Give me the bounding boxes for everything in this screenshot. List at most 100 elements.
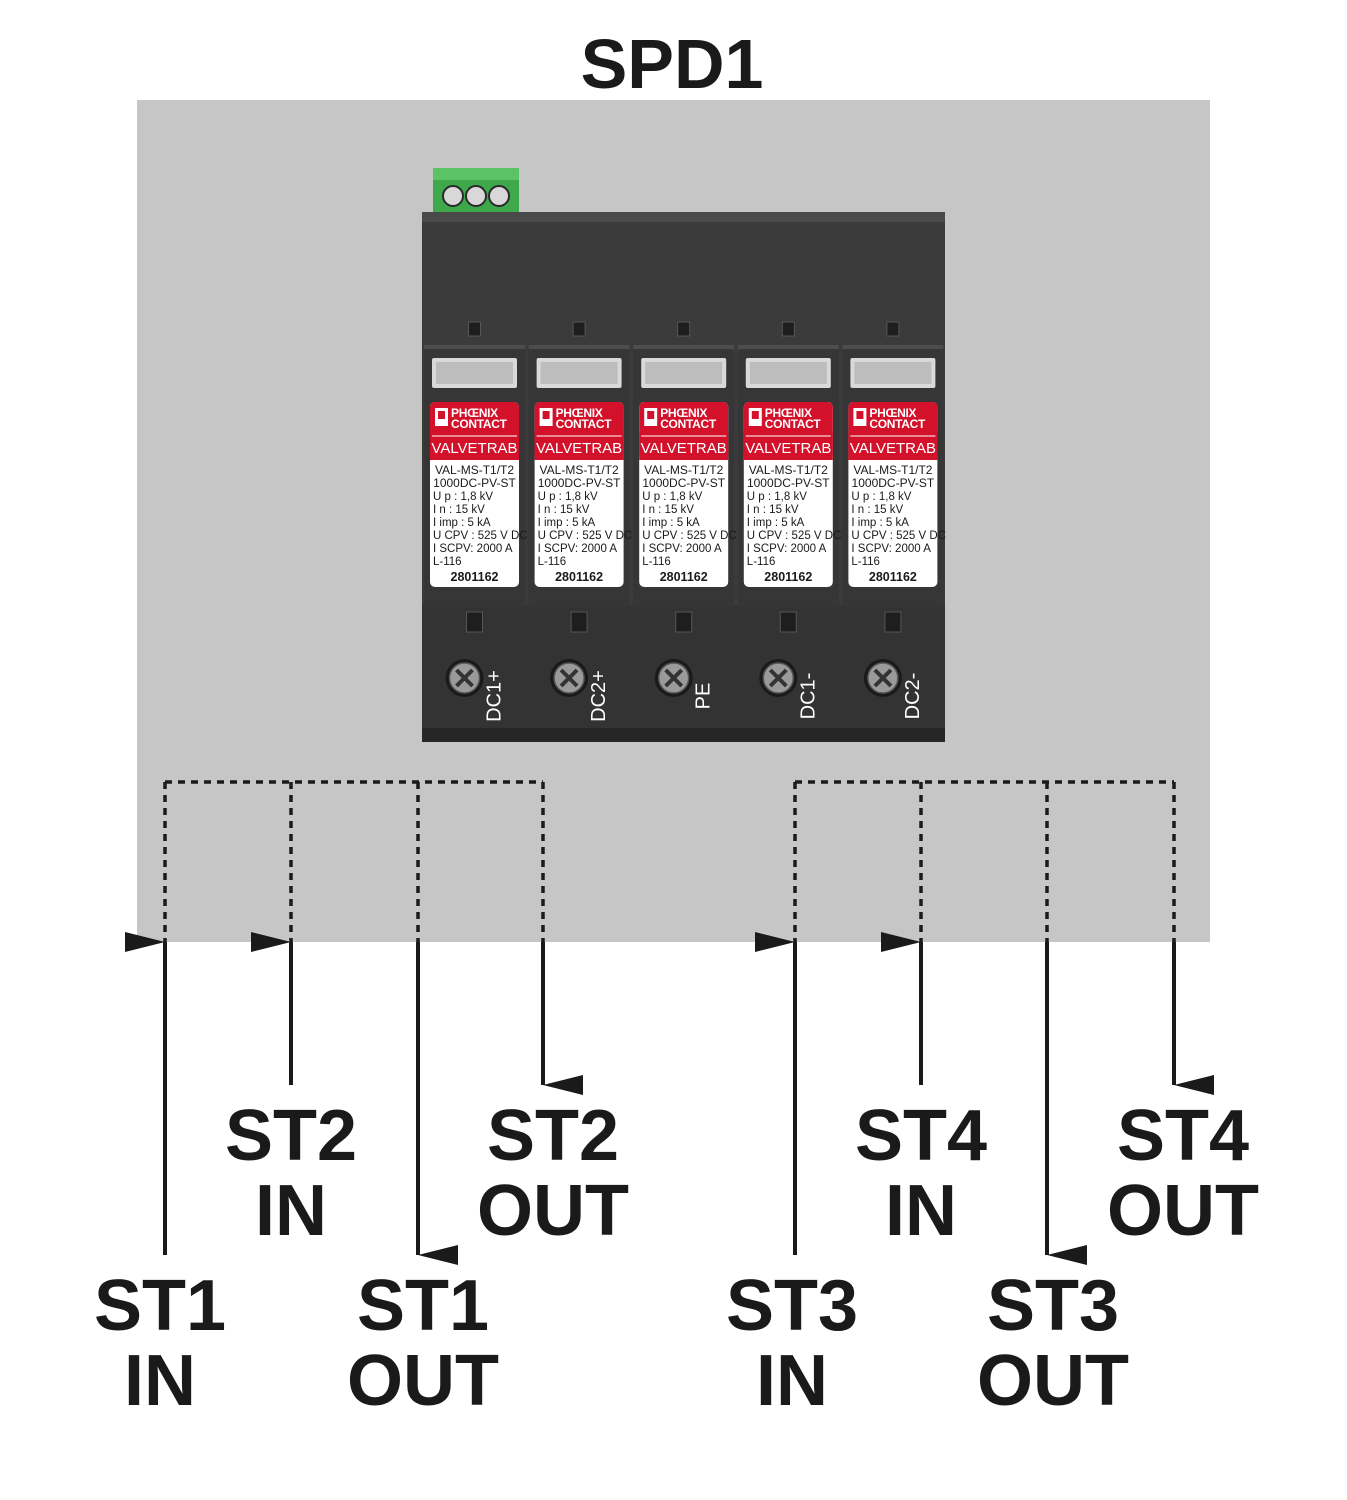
terminal-label: DC1- — [797, 673, 819, 720]
svg-text:ST4: ST4 — [1117, 1096, 1249, 1176]
part-number: 2801162 — [764, 570, 812, 584]
model-number: 1000DC-PV-ST — [433, 476, 516, 490]
series-name: VALVETRAB — [431, 440, 517, 457]
model-number: VAL-MS-T1/T2 — [644, 463, 723, 477]
model-number: VAL-MS-T1/T2 — [540, 463, 619, 477]
svg-text:IN: IN — [124, 1341, 196, 1421]
spec-line: I n : 15 kV — [538, 504, 590, 516]
spec-line: I SCPV: 2000 A — [538, 543, 618, 555]
spec-line: U CPV : 525 V DC — [851, 530, 946, 542]
brand-name: PHŒNIX — [451, 406, 498, 420]
spec-line: I n : 15 kV — [747, 504, 799, 516]
model-number: VAL-MS-T1/T2 — [853, 463, 932, 477]
svg-text:OUT: OUT — [477, 1171, 629, 1251]
spec-line: I imp : 5 kA — [747, 517, 805, 529]
label-st3-out: ST3 OUT — [977, 1266, 1129, 1421]
spec-line: U p : 1,8 kV — [747, 491, 807, 503]
model-number: 1000DC-PV-ST — [747, 476, 830, 490]
diagram-title: SPD1 — [581, 25, 764, 103]
terminal-label: DC1+ — [484, 670, 506, 722]
svg-text:IN: IN — [756, 1341, 828, 1421]
spec-line: I SCPV: 2000 A — [851, 543, 931, 555]
spec-line: I n : 15 kV — [642, 504, 694, 516]
spec-line: I n : 15 kV — [433, 504, 485, 516]
brand-name: PHŒNIX — [869, 406, 916, 420]
brand-name: PHŒNIX — [765, 406, 812, 420]
model-number: VAL-MS-T1/T2 — [435, 463, 514, 477]
svg-text:ST3: ST3 — [726, 1266, 858, 1346]
spec-line: I SCPV: 2000 A — [433, 543, 513, 555]
spec-line: L-116 — [433, 556, 462, 568]
spec-line: I imp : 5 kA — [851, 517, 909, 529]
spec-line: L-116 — [538, 556, 567, 568]
brand-name: CONTACT — [556, 417, 613, 431]
spec-line: U CPV : 525 V DC — [433, 530, 528, 542]
terminal-label: PE — [693, 683, 715, 710]
screw-terminal-icon — [654, 659, 693, 697]
svg-text:OUT: OUT — [977, 1341, 1129, 1421]
part-number: 2801162 — [451, 570, 499, 584]
protection-module: PHŒNIXCONTACTVALVETRABVAL-MS-T1/T21000DC… — [842, 321, 946, 720]
label-st4-in: ST4 IN — [855, 1096, 987, 1251]
series-name: VALVETRAB — [850, 440, 936, 457]
brand-name: CONTACT — [869, 417, 926, 431]
brand-name: CONTACT — [660, 417, 717, 431]
label-st2-out: ST2 OUT — [477, 1096, 629, 1251]
svg-text:ST2: ST2 — [225, 1096, 357, 1176]
model-number: 1000DC-PV-ST — [538, 476, 621, 490]
brand-name: PHŒNIX — [556, 406, 603, 420]
svg-text:IN: IN — [885, 1171, 957, 1251]
label-st4-out: ST4 OUT — [1107, 1096, 1259, 1251]
internal-wiring-left — [163, 780, 545, 942]
part-number: 2801162 — [660, 570, 708, 584]
series-name: VALVETRAB — [745, 440, 831, 457]
spec-line: I SCPV: 2000 A — [642, 543, 722, 555]
screw-terminal-icon — [445, 659, 484, 697]
label-st1-in: ST1 IN — [94, 1266, 226, 1421]
terminal-label: DC2+ — [588, 670, 610, 722]
screw-terminal-icon — [550, 659, 589, 697]
spec-line: U CPV : 525 V DC — [747, 530, 842, 542]
svg-text:OUT: OUT — [347, 1341, 499, 1421]
protection-module: PHŒNIXCONTACTVALVETRABVAL-MS-T1/T21000DC… — [424, 321, 528, 722]
brand-name: CONTACT — [765, 417, 822, 431]
screw-terminal-icon — [759, 659, 798, 697]
svg-text:ST2: ST2 — [487, 1096, 619, 1176]
spec-line: L-116 — [642, 556, 671, 568]
brand-name: PHŒNIX — [660, 406, 707, 420]
spec-line: U p : 1,8 kV — [433, 491, 493, 503]
spec-line: U CPV : 525 V DC — [538, 530, 633, 542]
spec-line: I SCPV: 2000 A — [747, 543, 827, 555]
spec-line: U p : 1,8 kV — [538, 491, 598, 503]
svg-text:ST1: ST1 — [94, 1266, 226, 1346]
model-number: VAL-MS-T1/T2 — [749, 463, 828, 477]
spec-line: I imp : 5 kA — [433, 517, 491, 529]
spec-line: L-116 — [851, 556, 880, 568]
screw-terminal-icon — [863, 659, 902, 697]
internal-wiring-right — [793, 780, 1176, 942]
part-number: 2801162 — [869, 570, 917, 584]
spec-line: U CPV : 525 V DC — [642, 530, 737, 542]
series-name: VALVETRAB — [641, 440, 727, 457]
svg-text:OUT: OUT — [1107, 1171, 1259, 1251]
spec-line: L-116 — [747, 556, 776, 568]
model-number: 1000DC-PV-ST — [642, 476, 725, 490]
spec-line: U p : 1,8 kV — [642, 491, 702, 503]
spec-line: I n : 15 kV — [851, 504, 903, 516]
svg-text:IN: IN — [255, 1171, 327, 1251]
terminal-label: DC2- — [902, 673, 924, 720]
label-st1-out: ST1 OUT — [347, 1266, 499, 1421]
svg-text:ST4: ST4 — [855, 1096, 987, 1176]
label-st3-in: ST3 IN — [726, 1266, 858, 1421]
label-st2-in: ST2 IN — [225, 1096, 357, 1251]
remote-signal-connector — [433, 168, 519, 214]
spec-line: U p : 1,8 kV — [851, 491, 911, 503]
svg-text:ST3: ST3 — [987, 1266, 1119, 1346]
spec-line: I imp : 5 kA — [538, 517, 596, 529]
series-name: VALVETRAB — [536, 440, 622, 457]
spec-line: I imp : 5 kA — [642, 517, 700, 529]
